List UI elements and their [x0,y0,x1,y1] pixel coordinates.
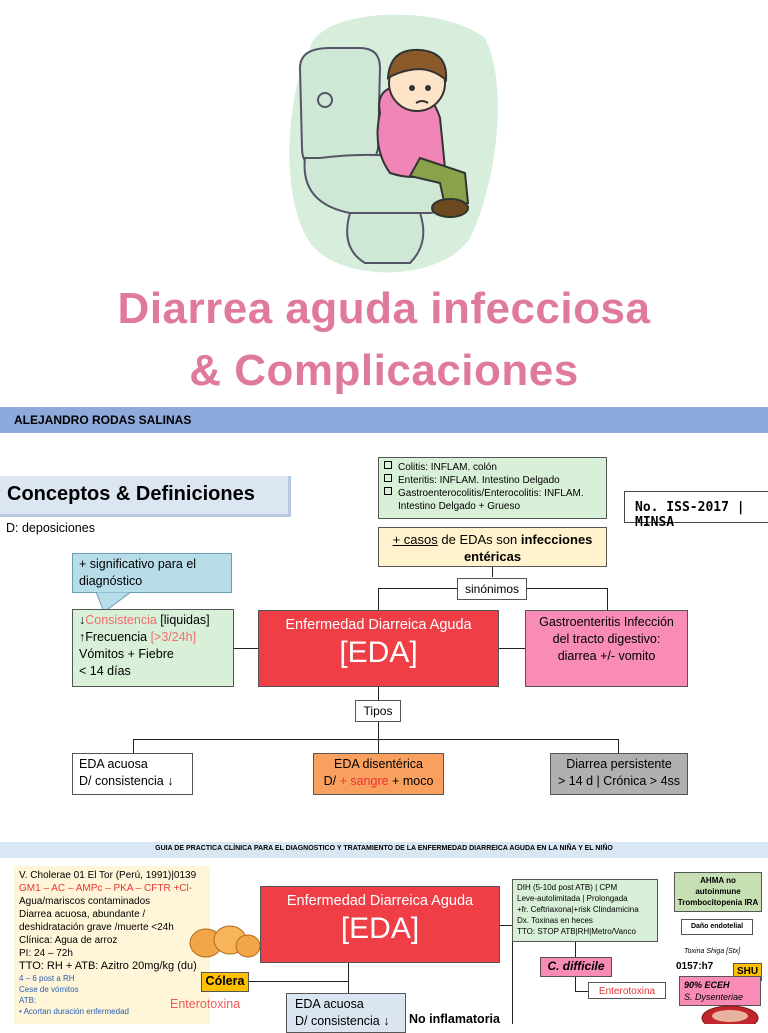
eda-acuosa-box-2: EDA acuosa D/ consistencia ↓ [286,993,406,1033]
shrimp-icon [189,925,261,958]
eda-main-box: Enfermedad Diarreica Aguda [EDA] [258,610,499,687]
criteria-dias: < 14 días [79,664,131,678]
eda-title: Enfermedad Diarreica Aguda [285,617,472,633]
inflammation-definitions: Colitis: INFLAM. colón Enteritis: INFLAM… [378,457,607,519]
guide-title-bar: GUIA DE PRACTICA CLÍNICA PARA EL DIAGNOS… [0,842,768,858]
no-inflamatoria: No inflamatoria [409,1012,500,1026]
deposiciones-note: D: deposiciones [6,521,95,535]
main-title-line-2: & Complicaciones [189,346,579,395]
sinonimos-label: sinónimos [457,578,527,600]
callout-significativo: + significativo para el diagnóstico [72,553,232,593]
cholera-notes: V. Cholerae 01 El Tor (Perú, 1991)|0139 … [14,866,210,1024]
dano-endotelial: Daño endotelial [681,919,753,935]
criteria-consistencia: ↓Consistencia [liquidas] [79,613,210,627]
criteria-vomitos: Vómitos + Fiebre [79,647,174,661]
guide-title: GUIA DE PRACTICA CLÍNICA PARA EL DIAGNOS… [155,845,613,852]
ahma-box: AHMA no autoinmune Trombocitopenia IRA [674,872,762,912]
list-item: Colitis: INFLAM. colón [384,461,601,474]
cholera-enterotoxina: Enterotoxina [170,997,241,1011]
cdiff-notes: DIH (5-10d post ATB) | CPM Leve-autolimi… [512,879,658,942]
type-diarrea-persistente: Diarrea persistente > 14 d | Crónica > 4… [550,753,688,795]
type-eda-disenterica: EDA disentérica D/ + sangre + moco [313,753,444,795]
o157-label: 0157:h7 [676,961,714,972]
author-bar: ALEJANDRO RODAS SALINAS [0,407,768,433]
casos-box: + casos de EDAs son infecciones entérica… [378,527,607,567]
stamp-text: No. ISS-2017 | MINSA [635,500,745,530]
colera-label: Cólera [201,972,249,992]
criteria-box: ↓Consistencia [liquidas] ↑Frecuencia [>3… [72,609,234,687]
criteria-frecuencia: ↑Frecuencia [>3/24h] [79,630,197,644]
gastroenteritis-box: Gastroenteritis Infección del tracto dig… [525,610,688,687]
eda-main-box-2: Enfermedad Diarreica Aguda [EDA] [260,886,500,963]
tipos-label: Tipos [355,700,401,722]
list-item: Enteritis: INFLAM. Intestino Delgado [384,474,601,487]
type-eda-acuosa: EDA acuosa D/ consistencia ↓ [72,753,193,795]
cdiff-label: C. difficile [540,957,612,977]
concepts-heading-box: Conceptos & Definiciones [0,476,291,517]
callout-pointer [96,592,132,613]
toilet-boy-illustration [289,14,498,273]
minsa-stamp: No. ISS-2017 | MINSA [624,491,768,530]
list-item: Gastroenterocolitis/Enterocolitis: INFLA… [384,487,601,513]
author-name: ALEJANDRO RODAS SALINAS [14,413,192,427]
eda-abbr: [EDA] [339,636,418,669]
eceh-box: 90% ECEH S. Dysenteriae [679,976,761,1006]
concepts-heading: Conceptos & Definiciones [7,483,255,505]
toxina-shiga: Toxina Shiga [Stx] [684,948,741,955]
main-title-line-1: Diarrea aguda infecciosa [117,284,651,333]
cdiff-enterotoxina: Enterotoxina [588,982,666,999]
meat-icon [701,1005,759,1024]
